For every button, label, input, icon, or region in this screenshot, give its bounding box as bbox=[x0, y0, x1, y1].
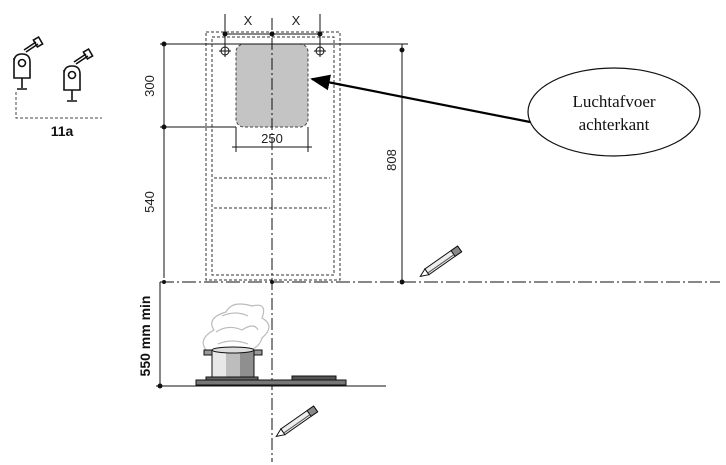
pencil-icon bbox=[275, 405, 319, 438]
dim-300: 300 bbox=[142, 75, 157, 97]
cooktop-icon bbox=[195, 375, 347, 386]
callout-arrow bbox=[310, 74, 531, 124]
dimension-550 bbox=[156, 282, 386, 389]
cooking-pot-icon bbox=[203, 346, 263, 381]
dimension-300-540 bbox=[161, 41, 167, 278]
wall-bracket-icon bbox=[13, 35, 44, 90]
label-11a: 11a bbox=[51, 123, 74, 139]
callout-line-1: Luchtafvoer bbox=[572, 92, 655, 111]
callout-line-2: achterkant bbox=[579, 115, 650, 134]
dim-250: 250 bbox=[261, 131, 283, 146]
bracket-group-bracket bbox=[15, 92, 102, 119]
mounting-holes bbox=[219, 45, 326, 57]
dimension-x bbox=[222, 14, 323, 56]
pencil-icon bbox=[419, 245, 463, 278]
steam-icon bbox=[202, 303, 270, 356]
dim-x-right: X bbox=[292, 13, 301, 28]
extension-lines bbox=[160, 43, 408, 128]
dim-x-left: X bbox=[244, 13, 253, 28]
wall-bracket-icon bbox=[63, 47, 94, 102]
dimension-808 bbox=[399, 44, 405, 285]
dim-540: 540 bbox=[142, 191, 157, 213]
dim-808: 808 bbox=[384, 149, 399, 171]
dim-550: 550 mm min bbox=[137, 296, 153, 377]
dimension-250 bbox=[232, 127, 312, 152]
callout-bubble bbox=[527, 67, 701, 157]
